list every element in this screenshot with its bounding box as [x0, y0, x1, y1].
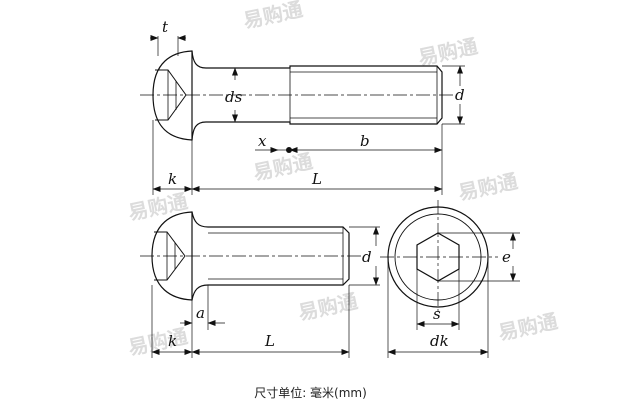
label-x: x — [258, 132, 267, 150]
label-t: t — [162, 18, 169, 36]
label-k-bottom: k — [168, 332, 177, 350]
watermark: 易购通 — [496, 309, 560, 345]
units-caption: 尺寸单位: 毫米(mm) — [254, 386, 367, 400]
label-L-bottom: L — [264, 332, 275, 350]
watermark: 易购通 — [126, 189, 190, 225]
label-L: L — [311, 170, 322, 188]
bottom-view — [140, 211, 380, 358]
watermark: 易购通 — [241, 0, 305, 33]
label-ds: ds — [225, 88, 243, 106]
label-b: b — [360, 132, 370, 150]
label-dk: dk — [430, 332, 449, 350]
watermark: 易购通 — [456, 169, 520, 205]
label-a: a — [196, 304, 205, 322]
watermark: 易购通 — [126, 324, 190, 360]
bottom-socket — [154, 231, 186, 281]
label-s: s — [433, 305, 441, 323]
label-d: d — [455, 86, 465, 104]
label-e: e — [502, 248, 511, 266]
watermark: 易购通 — [416, 34, 480, 70]
watermark: 易购通 — [251, 149, 315, 185]
label-k: k — [168, 170, 177, 188]
watermark: 易购通 — [296, 289, 360, 325]
top-view — [140, 35, 465, 195]
x-reference-dot — [286, 147, 292, 153]
label-d-bottom: d — [362, 248, 372, 266]
watermark-group: 易购通 易购通 易购通 易购通 易购通 易购通 易购通 易购通 — [126, 0, 560, 360]
end-view — [380, 200, 520, 358]
